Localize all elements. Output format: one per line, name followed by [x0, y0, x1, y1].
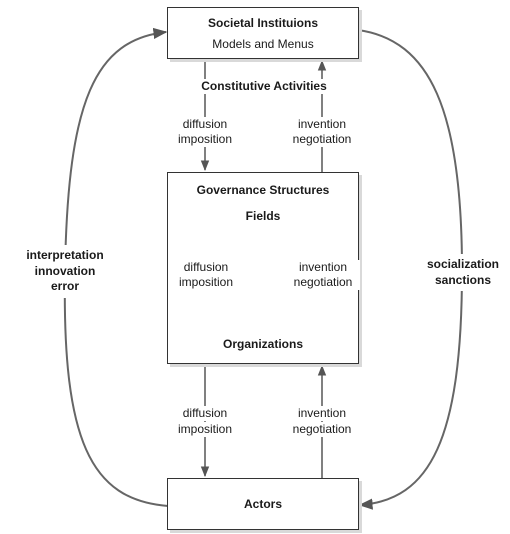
left-loop-label-3: error: [50, 279, 79, 293]
mid-up-label-1: invention: [286, 260, 360, 275]
bottom-down-label-2: imposition: [170, 422, 240, 437]
bottom-down-label-1: diffusion: [170, 406, 240, 421]
left-loop-label-1: interpretation: [26, 248, 104, 262]
top-down-label-2: imposition: [170, 132, 240, 147]
mid-down-label-1: diffusion: [171, 260, 241, 275]
top-down-label-1: diffusion: [170, 117, 240, 132]
governance-box: Governance Structures Fields diffusion i…: [167, 172, 360, 364]
institutions-box: Societal Instituions Models and Menus: [167, 7, 359, 59]
organizations-label: Organizations: [222, 337, 303, 351]
top-up-label-2: negotiation: [285, 132, 359, 147]
top-up-label-1: invention: [285, 117, 359, 132]
mid-down-label-2: imposition: [171, 275, 241, 290]
right-loop-label-2: sanctions: [434, 272, 491, 287]
fields-label: Fields: [245, 209, 281, 223]
actors-title: Actors: [243, 497, 282, 511]
institutions-title: Societal Instituions: [207, 16, 318, 30]
bottom-up-label-2: negotiation: [285, 422, 359, 437]
left-loop-label: interpretation innovation error: [16, 245, 114, 298]
mid-up-label-2: negotiation: [286, 275, 360, 290]
right-loop-label-1: socialization: [426, 257, 500, 271]
institutions-subtitle: Models and Menus: [212, 37, 314, 51]
constitutive-activities-label: Constitutive Activities: [188, 79, 340, 94]
left-loop-label-2: innovation: [34, 263, 96, 278]
right-loop-label: socialization sanctions: [418, 254, 508, 291]
actors-box: Actors: [167, 478, 359, 530]
bottom-up-label-1: invention: [285, 406, 359, 421]
governance-title: Governance Structures: [196, 183, 330, 197]
